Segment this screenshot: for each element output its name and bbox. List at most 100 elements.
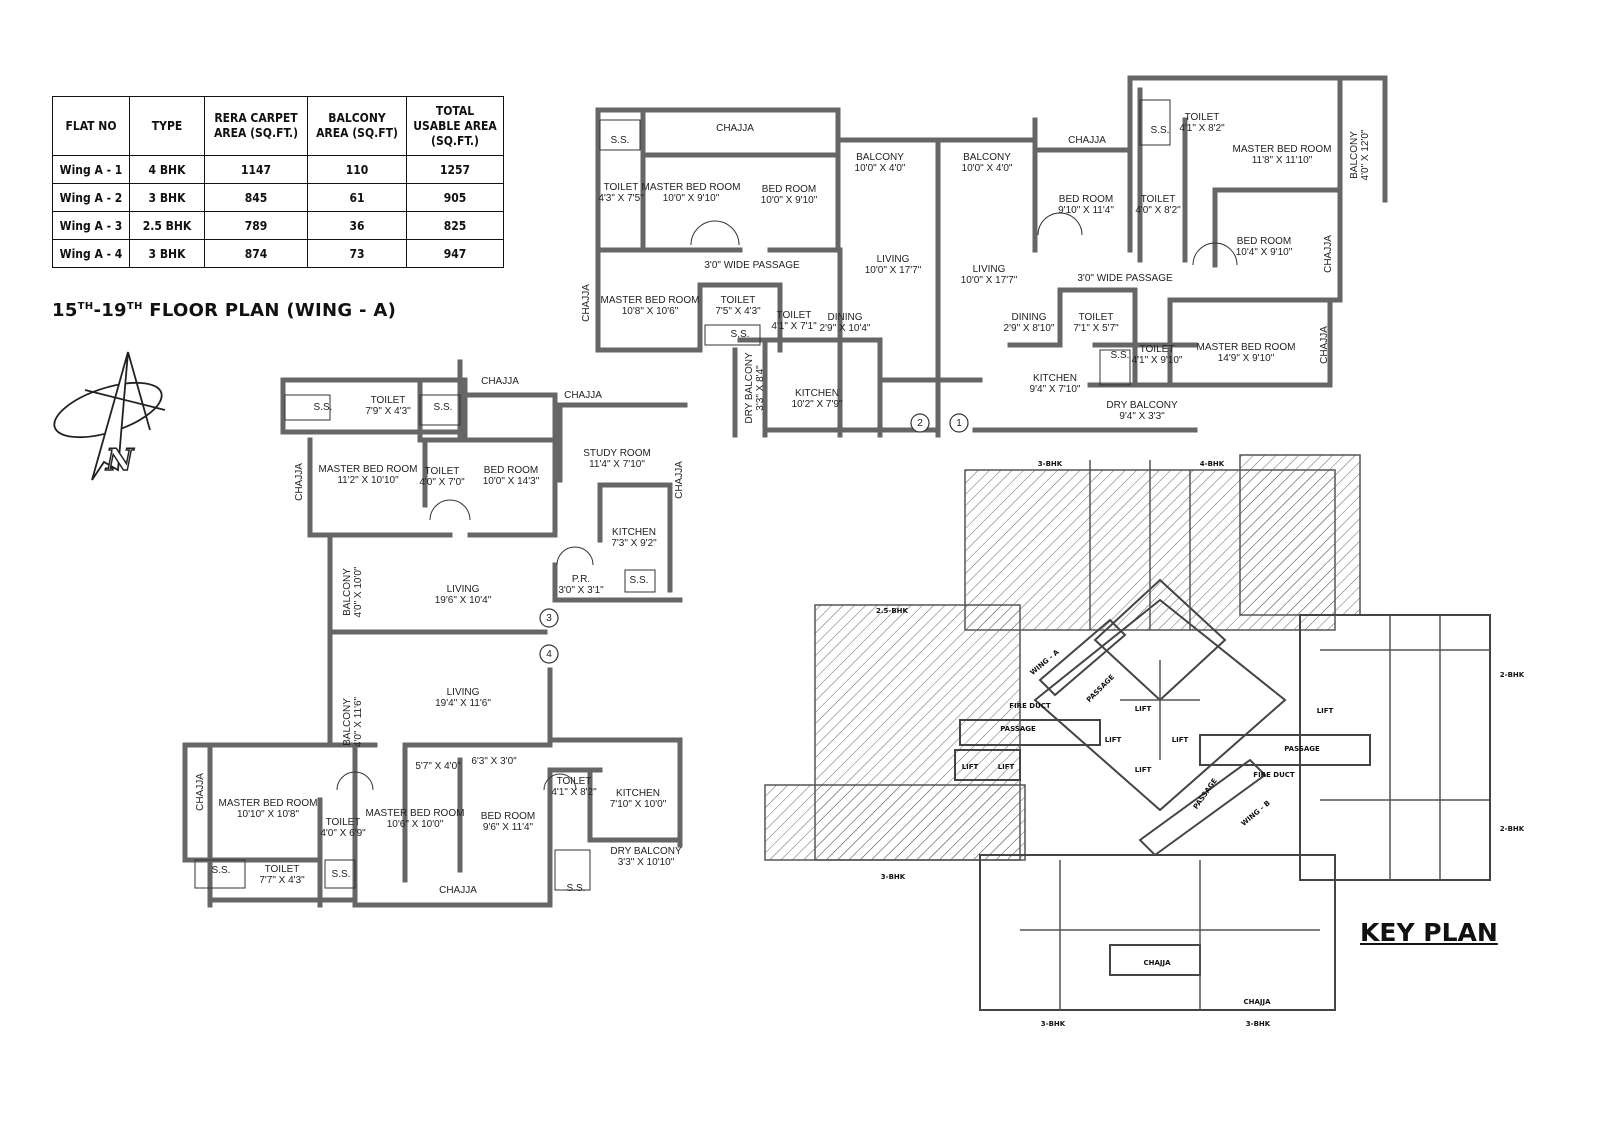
room-name: MASTER BED ROOM xyxy=(219,798,318,809)
room-name: DRY BALCONY xyxy=(610,846,682,857)
table-cell: 905 xyxy=(406,183,504,212)
room-name: CHAJJA xyxy=(1319,326,1330,364)
table-cell: Wing A - 1 xyxy=(52,155,130,184)
north-compass-icon: N xyxy=(53,351,166,481)
key-plan-outlines xyxy=(954,460,1491,1011)
shaft-box xyxy=(554,849,591,891)
flat-number-circle xyxy=(539,608,559,628)
room-name: TOILET xyxy=(777,310,812,321)
room-name: KITCHEN xyxy=(795,388,839,399)
room-dimension: 4'0" X 8'2" xyxy=(1135,205,1181,216)
room-dimension: 10'0" X 14'3" xyxy=(483,476,540,487)
key-plan-label: LIFT xyxy=(962,763,979,771)
flat-number-circle xyxy=(949,413,969,433)
door-arc xyxy=(429,499,471,521)
room-dimension: 4'0" X 10'0" xyxy=(353,566,364,617)
key-plan-label: FIRE DUCT xyxy=(1253,771,1295,779)
key-outline xyxy=(1038,618,1127,697)
key-plan-label: 2.5-BHK xyxy=(876,607,908,615)
room-name: CHAJJA xyxy=(195,773,206,811)
room-name: DRY BALCONY xyxy=(744,352,755,424)
title-superscript: TH xyxy=(126,301,143,312)
room-dimension: 11'8" X 11'10" xyxy=(1252,155,1313,166)
room-dimension: 2'9" X 8'10" xyxy=(1004,323,1055,334)
room-name: STUDY ROOM xyxy=(583,448,651,459)
key-plan-label: PASSAGE xyxy=(1085,673,1116,704)
room-name: P.R. xyxy=(572,574,590,585)
table-cell: 947 xyxy=(406,239,504,268)
room-dimension: 10'0" X 4'0" xyxy=(962,163,1013,174)
area-statement-table: FLAT NO TYPE RERA CARPET AREA (SQ.FT.) B… xyxy=(52,96,504,268)
room-label: CHAJJA xyxy=(1068,135,1106,146)
room-name: TOILET xyxy=(557,776,592,787)
room-label: P.R.3'0" X 3'1" xyxy=(558,574,604,596)
room-dimension: 10'0" X 9'10" xyxy=(663,193,720,204)
room-dimension: 10'6" X 10'0" xyxy=(387,819,444,830)
room-name: S.S. xyxy=(332,869,351,880)
table-header: BALCONY AREA (SQ.FT) xyxy=(307,96,407,156)
room-name: MASTER BED ROOM xyxy=(1197,342,1296,353)
room-name: S.S. xyxy=(630,575,649,586)
room-dimension: 7'7" X 4'3" xyxy=(259,875,305,886)
key-outline xyxy=(1093,578,1227,702)
key-outline xyxy=(1199,734,1371,766)
table-header: TYPE xyxy=(129,96,205,156)
room-dimension: 7'3" X 9'2" xyxy=(611,538,657,549)
room-name: TOILET xyxy=(721,295,756,306)
table-header: FLAT NO xyxy=(52,96,130,156)
hatched-block xyxy=(764,784,1026,861)
room-dimension: 4'0" X 12'0" xyxy=(1360,129,1371,180)
room-name: TOILET xyxy=(265,864,300,875)
room-name: LIVING xyxy=(447,584,480,595)
key-plan-label: 2-BHK xyxy=(1500,825,1525,833)
room-name: S.S. xyxy=(731,329,750,340)
table-cell: 845 xyxy=(204,183,308,212)
room-name: S.S. xyxy=(567,883,586,894)
key-outline xyxy=(1033,598,1287,812)
room-label: S.S. xyxy=(630,575,649,586)
room-label: S.S. xyxy=(332,869,351,880)
room-name: CHAJJA xyxy=(481,376,519,387)
room-label: 1 xyxy=(956,418,962,429)
room-name: BED ROOM xyxy=(1059,194,1113,205)
room-dimension: 10'0" X 9'10" xyxy=(761,195,818,206)
table-cell: 36 xyxy=(307,211,407,240)
room-name: TOILET xyxy=(326,817,361,828)
room-name: TOILET xyxy=(1141,194,1176,205)
room-dimension: 4'1" X 8'2" xyxy=(1179,123,1225,134)
door-arc xyxy=(1037,212,1083,236)
room-name: 3'0" WIDE PASSAGE xyxy=(704,260,800,271)
room-name: S.S. xyxy=(1151,125,1170,136)
room-label: CHAJJA xyxy=(581,284,592,322)
room-dimension: 10'0" X 4'0" xyxy=(855,163,906,174)
room-dimension: 10'8" X 10'6" xyxy=(622,306,679,317)
room-name: 3 xyxy=(546,613,552,624)
room-label: 5'7" X 4'0" xyxy=(415,761,461,772)
key-outline xyxy=(954,749,1021,781)
room-name: CHAJJA xyxy=(716,123,754,134)
room-name: 2 xyxy=(917,418,923,429)
key-plan-label: 4-BHK xyxy=(1200,460,1225,468)
door-arc xyxy=(1192,242,1238,266)
room-name: CHAJJA xyxy=(439,885,477,896)
table-cell: Wing A - 2 xyxy=(52,183,130,212)
room-name: BALCONY xyxy=(856,152,904,163)
room-dimension: 11'2" X 10'10" xyxy=(337,475,399,486)
room-label: 3'0" WIDE PASSAGE xyxy=(1077,273,1173,284)
shaft-box xyxy=(284,394,331,421)
